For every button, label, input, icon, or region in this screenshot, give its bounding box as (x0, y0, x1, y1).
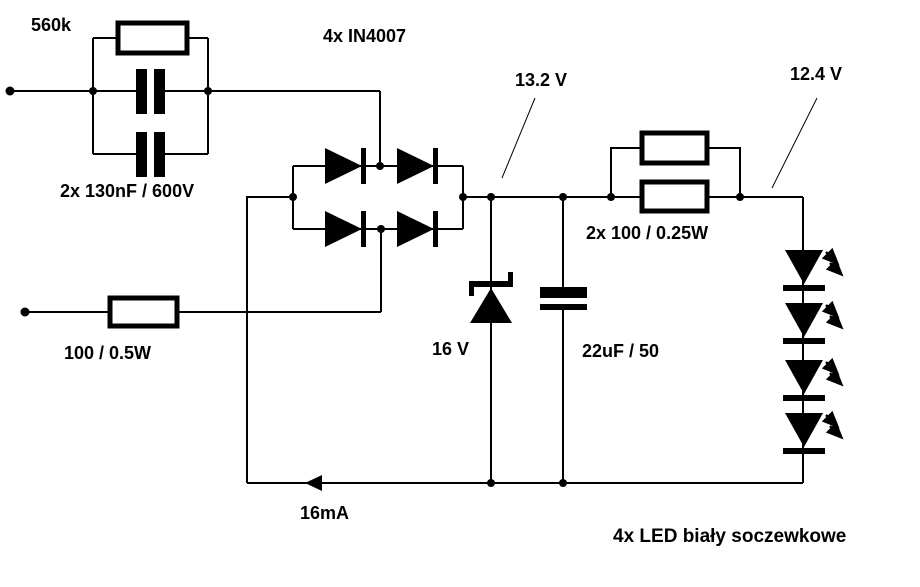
series-resistor-2 (639, 179, 710, 214)
bridge-diode-1-cathode-bar (361, 148, 366, 184)
pointer-line-12v (771, 97, 818, 189)
bridge-diode-4-cathode-bar (433, 211, 438, 247)
led-2-triangle (785, 303, 823, 337)
led-light-arrow (821, 247, 840, 266)
zener-cathode-bar (469, 281, 513, 287)
led-3-cathode-bar (783, 395, 825, 401)
capacitor-130nF-1-plate-left (136, 69, 147, 114)
junction-dot (559, 193, 567, 201)
label-zener-voltage: 16 V (432, 339, 470, 359)
junction-dot (377, 225, 385, 233)
label-loop-current: 16mA (300, 503, 350, 523)
filter-capacitor-plate-top (540, 287, 587, 298)
zener-bar-right-tick (508, 272, 513, 281)
junction-dot (376, 162, 384, 170)
label-input-caps: 2x 130nF / 600V (60, 181, 195, 201)
junction-dot (736, 193, 744, 201)
bridge-diode-3-cathode-bar (361, 211, 366, 247)
bridge-diode-1 (325, 148, 362, 184)
capacitor-130nF-2-plate-right (154, 132, 165, 177)
led-light-arrow (821, 300, 840, 319)
led-light-arrow (825, 258, 844, 277)
bridge-diode-2-cathode-bar (433, 148, 438, 184)
label-rectified-voltage: 13.2 V (515, 70, 568, 90)
junction-dot (607, 193, 615, 201)
junction-dot (559, 479, 567, 487)
junction-dot (204, 87, 212, 95)
label-bridge-diodes: 4x IN4007 (323, 26, 407, 46)
led-4 (783, 410, 844, 454)
resistor-560k (115, 20, 190, 56)
label-led-voltage: 12.4 V (790, 64, 843, 84)
wire-negative-return (246, 196, 293, 483)
label-inrush-resistor: 100 / 0.5W (64, 343, 152, 363)
capacitor-130nF-1-plate-right (154, 69, 165, 114)
led-1 (783, 247, 844, 291)
wire-rpair-left-bracket (610, 147, 642, 197)
led-light-arrow (825, 368, 844, 387)
led-light-arrow (825, 311, 844, 330)
bridge-diode-3 (325, 211, 362, 247)
led-2 (783, 300, 844, 344)
pointer-line-13v (501, 97, 536, 179)
led-3-triangle (785, 360, 823, 394)
led-4-triangle (785, 413, 823, 447)
series-resistor-1 (639, 130, 710, 166)
label-series-resistors: 2x 100 / 0.25W (586, 223, 709, 243)
led-4-cathode-bar (783, 448, 825, 454)
bridge-diode-2 (397, 148, 434, 184)
filter-capacitor-plate-bottom (540, 304, 587, 310)
zener-bar-left-tick (469, 287, 474, 296)
label-led-string: 4x LED biały soczewkowe (613, 526, 847, 547)
led-2-cathode-bar (783, 338, 825, 344)
bridge-diode-4 (397, 211, 434, 247)
led-light-arrow (821, 357, 840, 376)
led-light-arrow (821, 410, 840, 429)
resistor-100-0p5w (107, 295, 180, 329)
led-light-arrow (825, 421, 844, 440)
label-input-resistor: 560k (31, 15, 72, 35)
led-1-triangle (785, 250, 823, 284)
led-1-cathode-bar (783, 285, 825, 291)
junction-dot (487, 193, 495, 201)
junction-dot (89, 87, 97, 95)
current-direction-arrow (305, 475, 322, 491)
junction-dot (487, 479, 495, 487)
label-filter-cap: 22uF / 50 (582, 341, 660, 361)
led-3 (783, 357, 844, 401)
zener-diode-16v (470, 288, 512, 323)
capacitor-130nF-2-plate-left (136, 132, 147, 177)
wire-rpair-right-bracket (707, 147, 741, 197)
